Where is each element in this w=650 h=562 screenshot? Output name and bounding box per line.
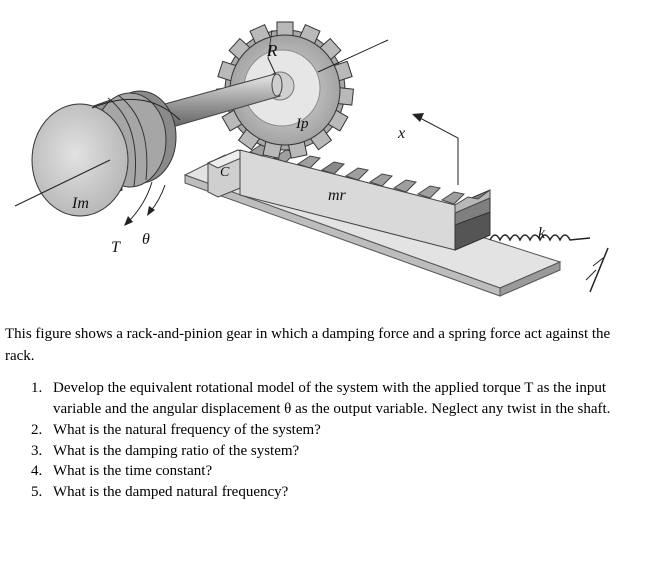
list-item: 4. What is the time constant? (31, 461, 631, 482)
question-list: 1. Develop the equivalent rotational mod… (31, 378, 631, 502)
rotation-arc (91, 98, 181, 121)
list-item-number: 1. (31, 380, 43, 396)
list-item-number: 2. (31, 422, 43, 438)
label-mr: mr (328, 187, 347, 204)
displacement-arrow (419, 117, 459, 185)
list-item-number: 5. (31, 483, 43, 500)
rack-teeth (248, 143, 491, 214)
label-Ip: Ip (295, 116, 309, 132)
label-C: C (220, 165, 230, 180)
list-item-text: What is the time constant? (53, 463, 213, 479)
label-T: T (111, 239, 121, 256)
list-item-text: What is the damped natural frequency? (53, 483, 289, 500)
wall (589, 247, 609, 293)
list-item: 3. What is the damping ratio of the syst… (31, 441, 631, 462)
label-x: x (397, 125, 405, 142)
rack-and-pinion-figure: R Ip C mr x k Im T θ (14, 21, 609, 297)
motor-inertia-drum (31, 90, 177, 217)
list-item: 5. What is the damped natural frequency? (31, 482, 631, 503)
intro-paragraph: This figure shows a rack-and-pinion gear… (5, 326, 611, 364)
shaft-axis-line (317, 39, 389, 73)
list-item-text: Develop the equivalent rotational model … (53, 380, 611, 417)
drum-axis-line (14, 159, 111, 207)
list-item: 1. Develop the equivalent rotational mod… (31, 378, 631, 419)
pinion-gear (215, 21, 355, 159)
list-item-number: 4. (31, 463, 43, 479)
angle-arrow (149, 184, 166, 213)
list-item: 2. What is the natural frequency of the … (31, 420, 631, 441)
list-item-text: What is the natural frequency of the sys… (53, 422, 321, 438)
label-theta: θ (142, 231, 150, 248)
label-Im: Im (71, 195, 89, 212)
list-item-number: 3. (31, 442, 43, 459)
spring (489, 234, 591, 242)
torque-arrow (127, 181, 153, 223)
label-R: R (266, 41, 278, 60)
label-k: k (538, 225, 546, 242)
list-item-text: What is the damping ratio of the system? (53, 442, 300, 459)
